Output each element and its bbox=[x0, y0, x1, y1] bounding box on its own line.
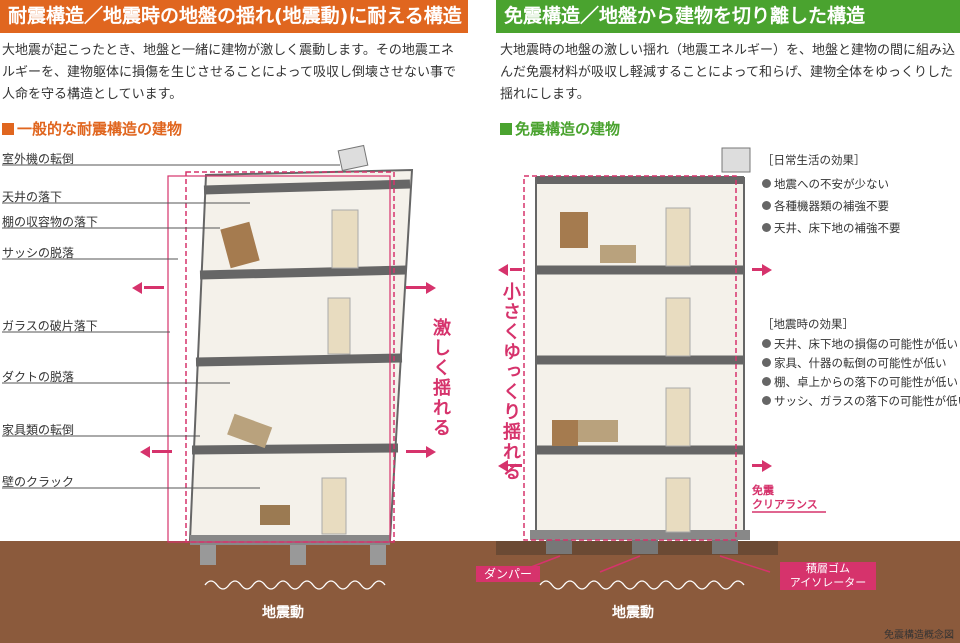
shake-arrows-right bbox=[498, 264, 772, 472]
isolator-label: 積層ゴム アイソレーター bbox=[780, 562, 876, 590]
label-outdoor-unit-fall: 室外機の転倒 bbox=[2, 152, 75, 166]
damper-label: ダンパー bbox=[476, 566, 540, 582]
seismic-resistant-description: 大地震が起こったとき、地盤と一緒に建物が激しく震動します。その地震エネルギーを、… bbox=[2, 43, 456, 102]
daily-effect-text: 各種機器類の補強不要 bbox=[774, 199, 889, 213]
seismic-isolation-subtitle: 免震構造の建物 bbox=[500, 118, 620, 139]
seismic-resistant-subtitle: 一般的な耐震構造の建物 bbox=[2, 118, 182, 139]
bullet-icon bbox=[762, 396, 771, 405]
bullet-icon bbox=[762, 358, 771, 367]
ground-wave-left bbox=[204, 580, 386, 590]
violent-shaking-text: 激しく揺れる bbox=[430, 318, 451, 438]
square-bullet-icon bbox=[500, 123, 512, 135]
seismic-isolation-description: 大地震時の地盤の激しい揺れ（地震エネルギー）を、地盤と建物の間に組み込んだ免震材… bbox=[500, 43, 956, 102]
square-bullet-icon bbox=[2, 123, 14, 135]
isolation-clearance-label: 免震 クリアランス bbox=[752, 484, 818, 511]
subtitle-text: 一般的な耐震構造の建物 bbox=[17, 120, 183, 138]
daily-effect-text: 地震への不安が少ない bbox=[774, 177, 889, 191]
bullet-icon bbox=[762, 223, 771, 232]
ground-motion-label-right: 地震動 bbox=[612, 605, 654, 621]
bullet-icon bbox=[762, 339, 771, 348]
quake-effect-item: 家具、什器の転倒の可能性が低い bbox=[762, 355, 947, 371]
daily-effect-item: 各種機器類の補強不要 bbox=[762, 198, 889, 214]
bullet-icon bbox=[762, 179, 771, 188]
quake-effect-text: 棚、卓上からの落下の可能性が低い bbox=[774, 375, 958, 389]
figure-caption: 免震構造概念図 bbox=[884, 630, 954, 641]
daily-effect-item: 地震への不安が少ない bbox=[762, 176, 889, 192]
seismic-resistant-header: 耐震構造／地震時の地盤の揺れ(地震動)に耐える構造 bbox=[0, 0, 468, 33]
label-leader-lines bbox=[2, 164, 340, 489]
quake-effect-text: 天井、床下地の損傷の可能性が低い bbox=[774, 337, 958, 351]
label-sash-detach: サッシの脱落 bbox=[2, 246, 75, 260]
quake-effects-heading: ［地震時の効果］ bbox=[762, 317, 854, 331]
quake-effect-item: 棚、卓上からの落下の可能性が低い bbox=[762, 374, 958, 390]
quake-effect-text: 家具、什器の転倒の可能性が低い bbox=[774, 356, 947, 370]
label-shelf-items-fall: 棚の収容物の落下 bbox=[2, 215, 99, 229]
label-glass-fall: ガラスの破片落下 bbox=[2, 319, 98, 333]
seismic-isolation-building bbox=[523, 147, 751, 554]
quake-effect-item: サッシ、ガラスの落下の可能性が低い bbox=[762, 393, 960, 409]
ground-motion-label-left: 地震動 bbox=[262, 605, 304, 621]
label-duct-detach: ダクトの脱落 bbox=[2, 370, 75, 384]
quake-effect-text: サッシ、ガラスの落下の可能性が低い bbox=[774, 394, 960, 408]
bullet-icon bbox=[762, 377, 771, 386]
seismic-resistant-building bbox=[167, 144, 414, 565]
daily-effects-heading: ［日常生活の効果］ bbox=[762, 153, 866, 167]
ground bbox=[0, 541, 960, 643]
daily-effect-text: 天井、床下地の補強不要 bbox=[774, 221, 901, 235]
label-furniture-fall: 家具類の転倒 bbox=[2, 423, 75, 437]
quake-effect-item: 天井、床下地の損傷の可能性が低い bbox=[762, 336, 958, 352]
slow-shaking-text: 小さくゆっくり揺れる bbox=[500, 282, 521, 482]
subtitle-text: 免震構造の建物 bbox=[515, 120, 621, 138]
daily-effect-item: 天井、床下地の補強不要 bbox=[762, 220, 901, 236]
ground-wave-right bbox=[539, 580, 745, 590]
label-wall-crack: 壁のクラック bbox=[2, 475, 75, 489]
label-ceiling-fall: 天井の落下 bbox=[2, 190, 63, 204]
seismic-isolation-header: 免震構造／地盤から建物を切り離した構造 bbox=[496, 0, 960, 33]
shake-arrows-left bbox=[132, 282, 436, 458]
bullet-icon bbox=[762, 201, 771, 210]
